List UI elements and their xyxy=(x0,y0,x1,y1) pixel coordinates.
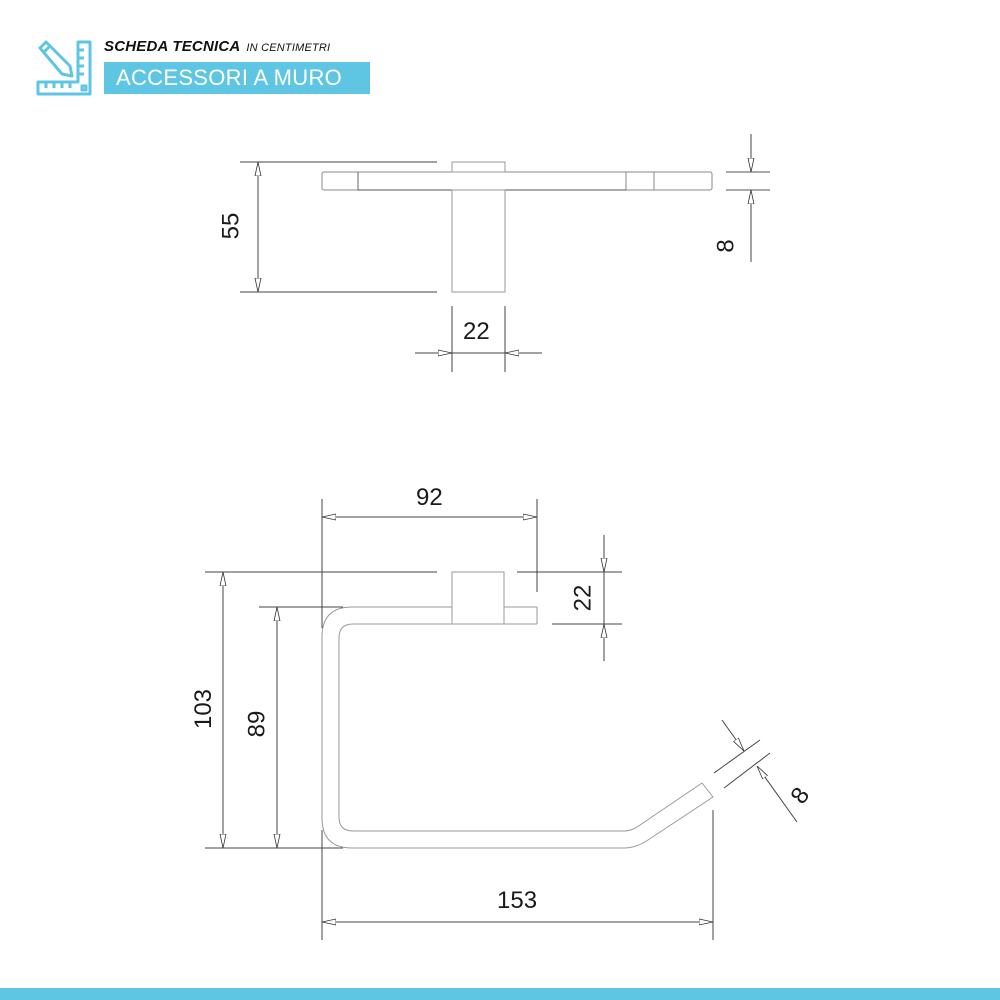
dim-block-height: 22 xyxy=(569,584,597,612)
dim-top-block-width: 22 xyxy=(463,318,490,345)
spec-title-text: SCHEDA TECNICA xyxy=(104,38,241,55)
top-view xyxy=(240,134,770,372)
dim-arm-length: 92 xyxy=(416,484,443,511)
ruler-pencil-icon xyxy=(36,40,92,96)
footer-bar xyxy=(0,988,1000,1000)
spec-title: SCHEDA TECNICA IN CENTIMETRI xyxy=(104,38,330,55)
dim-inner-height: 89 xyxy=(243,710,271,738)
category-band: ACCESSORI A MURO xyxy=(104,62,370,94)
dim-total-width: 153 xyxy=(497,887,538,914)
unit-subtitle: IN CENTIMETRI xyxy=(246,42,331,54)
dim-total-height: 103 xyxy=(190,688,218,730)
dim-top-height: 55 xyxy=(217,212,245,240)
side-view xyxy=(205,499,798,940)
dim-top-bar-thickness: 8 xyxy=(712,239,740,253)
spec-header: SCHEDA TECNICA IN CENTIMETRI ACCESSORI A … xyxy=(36,38,396,98)
